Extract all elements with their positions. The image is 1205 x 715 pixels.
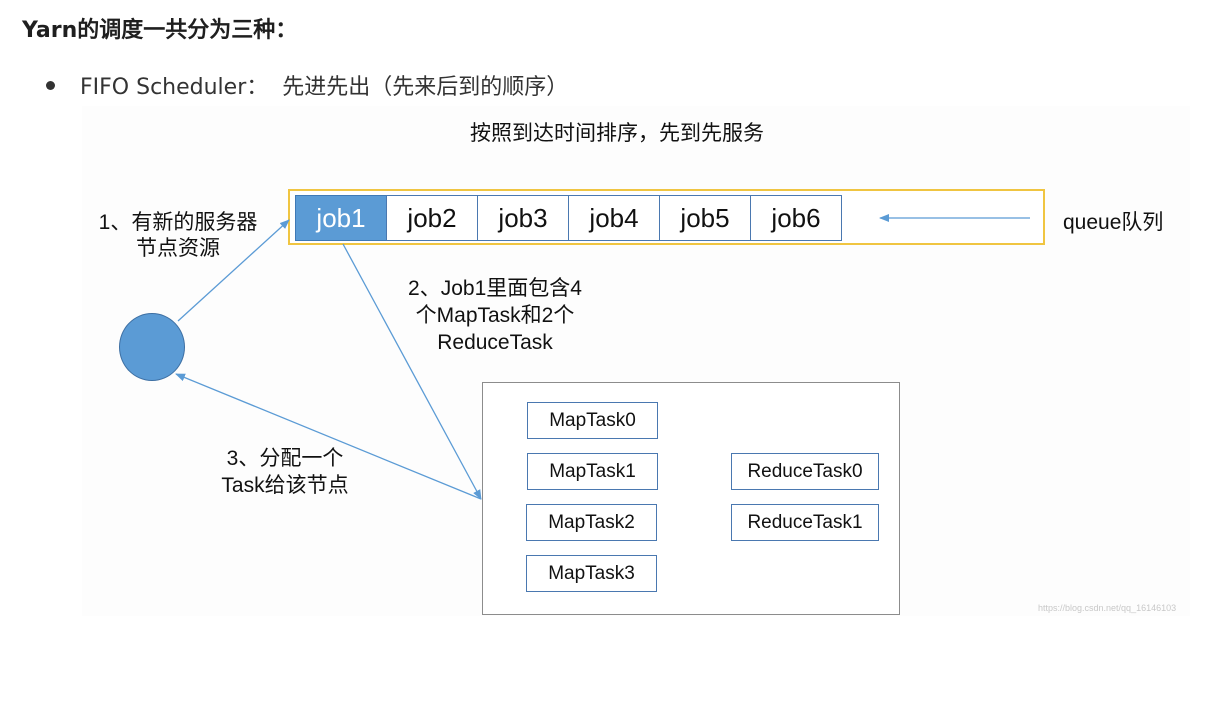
- bullet-text: FIFO Scheduler： 先进先出（先来后到的顺序）: [80, 75, 569, 100]
- queue-label: queue队列: [1063, 211, 1164, 234]
- step2-label: 2、Job1里面包含4 个MapTask和2个 ReduceTask: [395, 275, 595, 356]
- job-cell: job6: [750, 195, 842, 241]
- step3-label: 3、分配一个 Task给该节点: [210, 445, 360, 499]
- job-cell: job3: [477, 195, 569, 241]
- job-cell: job1: [295, 195, 387, 241]
- job-queue: job1 job2 job3 job4 job5 job6: [295, 195, 842, 241]
- map-task: MapTask0: [527, 402, 658, 439]
- reduce-task: ReduceTask1: [731, 504, 879, 541]
- step2-line2: 个MapTask和2个: [415, 304, 575, 327]
- diagram-caption: 按照到达时间排序，先到先服务: [470, 122, 764, 145]
- watermark: https://blog.csdn.net/qq_16146103: [1038, 603, 1177, 613]
- map-task: MapTask3: [526, 555, 657, 592]
- step2-line1: 2、Job1里面包含4: [408, 277, 582, 300]
- job-cell: job5: [659, 195, 751, 241]
- bullet-item: FIFO Scheduler： 先进先出（先来后到的顺序）: [46, 70, 568, 100]
- step2-line3: ReduceTask: [437, 331, 553, 354]
- step3-line1: 3、分配一个: [226, 447, 344, 470]
- node-label-line2: 节点资源: [136, 237, 220, 260]
- node-label-line1: 1、有新的服务器: [98, 211, 258, 234]
- bullet-dot-icon: [46, 80, 55, 90]
- server-node: [119, 313, 185, 381]
- map-task: MapTask2: [526, 504, 657, 541]
- node-label: 1、有新的服务器 节点资源: [88, 210, 268, 262]
- map-task: MapTask1: [527, 453, 658, 490]
- job-cell: job4: [568, 195, 660, 241]
- page-title: Yarn的调度一共分为三种：: [22, 18, 298, 43]
- reduce-task: ReduceTask0: [731, 453, 879, 490]
- job-cell: job2: [386, 195, 478, 241]
- step3-line2: Task给该节点: [221, 474, 349, 497]
